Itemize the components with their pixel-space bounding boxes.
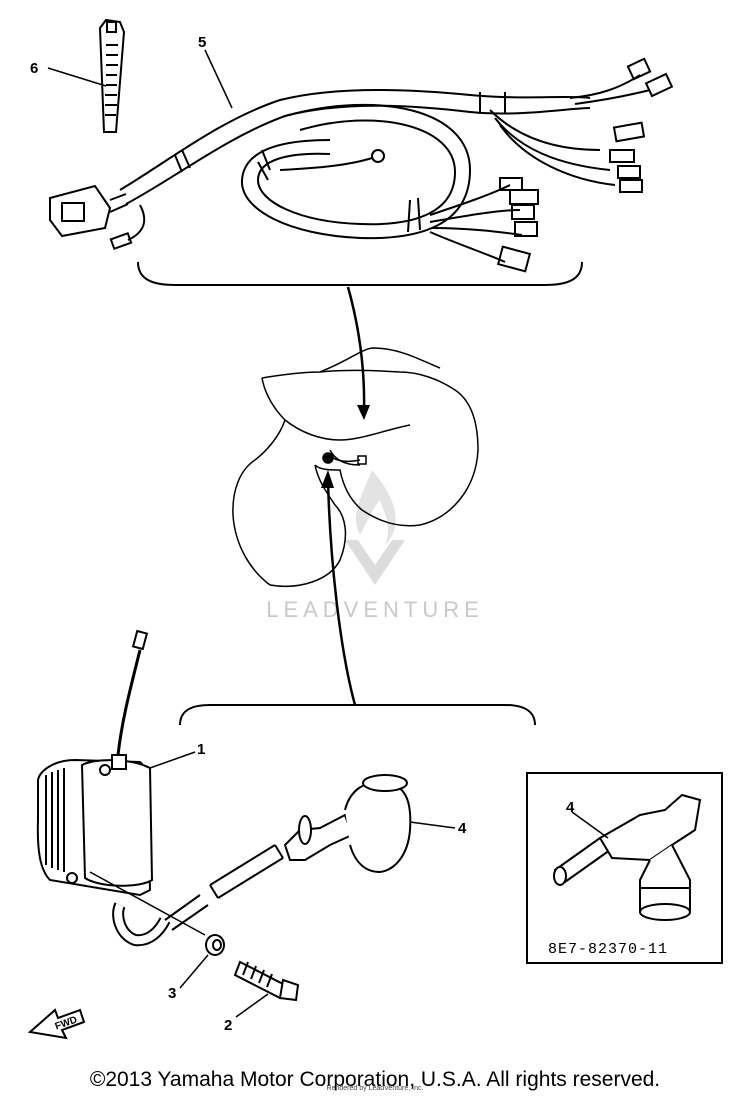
callout-3: 3 <box>168 985 176 1002</box>
watermark: LEADVENTURE <box>266 470 484 622</box>
engine-outline <box>232 347 479 587</box>
watermark-text: LEADVENTURE <box>266 597 484 622</box>
rendered-by-notice: Rendered by LeadVenture, Inc. <box>326 1085 424 1092</box>
spark-plug-lead <box>164 844 284 931</box>
ignition-bracket <box>179 704 536 726</box>
harness-bracket <box>137 261 583 286</box>
inset-plug-cap <box>553 793 702 921</box>
ignition-coil <box>36 629 171 947</box>
watermark-v-icon <box>345 540 405 585</box>
inset-box: 4 8E7-82370-11 <box>526 772 723 964</box>
watermark-flame-icon <box>355 470 396 545</box>
cdi-location-arrow <box>326 479 357 706</box>
callout-1: 1 <box>197 741 205 758</box>
harness-location-arrow <box>346 286 366 413</box>
fwd-arrow-icon: FWD <box>27 1008 86 1040</box>
cable-tie <box>98 18 126 133</box>
inset-part-number: 8E7-82370-11 <box>548 941 668 958</box>
washer <box>205 934 225 956</box>
callout-2: 2 <box>224 1017 232 1034</box>
bolt <box>233 960 300 1002</box>
callout-6: 6 <box>30 60 38 77</box>
callout-5: 5 <box>198 34 206 51</box>
copyright-notice: ©2013 Yamaha Motor Corporation, U.S.A. A… <box>89 1068 661 1091</box>
spark-plug-cap <box>283 774 412 874</box>
callout-4: 4 <box>458 820 467 837</box>
callout-4-inset: 4 <box>566 799 575 816</box>
wire-harness <box>49 57 674 273</box>
